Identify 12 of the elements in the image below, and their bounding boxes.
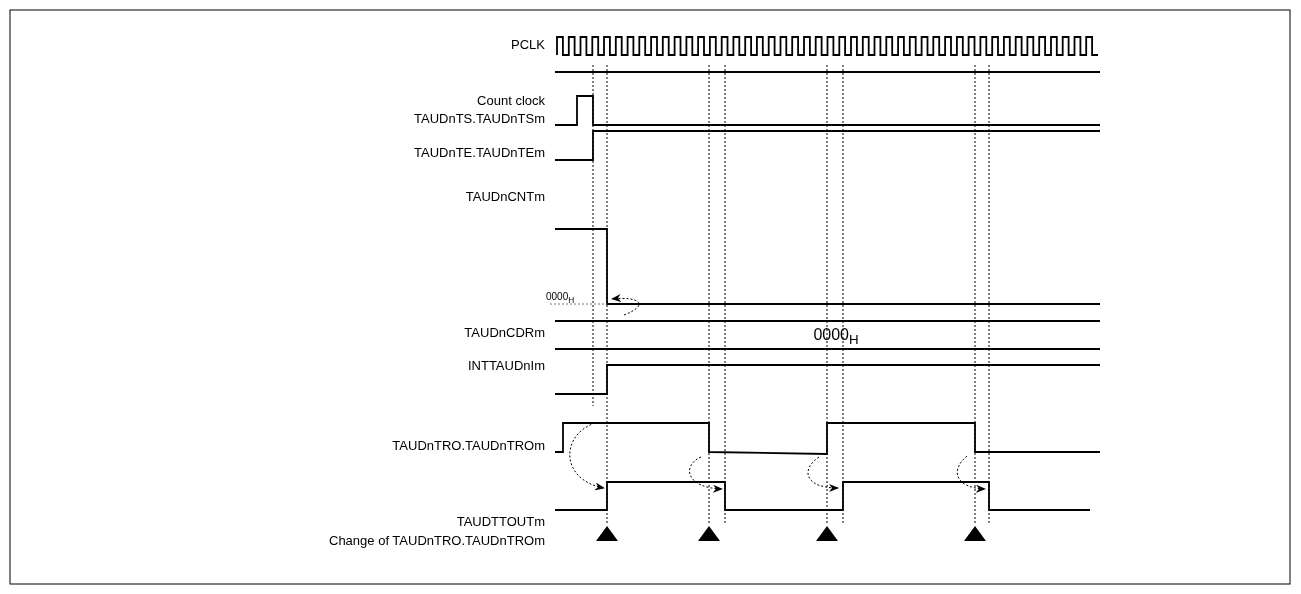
signal-name: TAUDnCNTm bbox=[465, 189, 545, 205]
signal-name: TAUDnTRO.TAUDnTROm bbox=[392, 438, 545, 454]
value-label: 0000$_{H}$ bbox=[546, 290, 575, 307]
value-label: 0000$_{H}$ bbox=[813, 327, 859, 349]
signal-name: TAUDTTOUTm bbox=[456, 514, 545, 530]
signal-name: PCLK bbox=[511, 37, 545, 53]
signal-name: TAUDnCDRm bbox=[464, 325, 545, 341]
signal-name: Change of TAUDnTRO.TAUDnTROm bbox=[329, 533, 545, 549]
signal-name: TAUDnTS.TAUDnTSm bbox=[414, 111, 545, 127]
signal-name: INTTAUDnIm bbox=[467, 358, 545, 374]
signal-name: TAUDnTE.TAUDnTEm bbox=[414, 145, 545, 161]
signal-name: Count clock bbox=[477, 93, 545, 109]
